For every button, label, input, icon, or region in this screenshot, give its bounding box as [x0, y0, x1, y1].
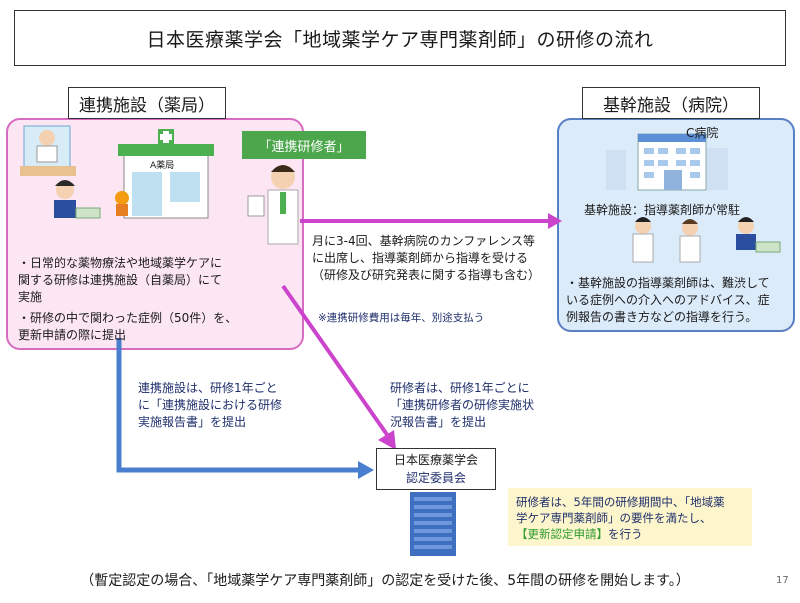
- facility-report-note: 連携施設は、研修1年ごとに「連携施設における研修実施報告書」を提出: [138, 381, 283, 429]
- certification-committee-box: 日本医療薬学会 認定委員会: [376, 448, 496, 490]
- trainee-icon: [247, 165, 299, 245]
- pharmacist-desk-icon: [54, 180, 101, 219]
- page-title: 日本医療薬学会「地域薬学ケア専門薬剤師」の研修の流れ: [14, 10, 786, 66]
- certification-building-icon: [410, 492, 456, 556]
- hospital-building-icon: [606, 133, 728, 191]
- fee-note: ※連携研修費用は毎年、別途支払う: [318, 312, 485, 324]
- pharmacy-building-icon: [115, 129, 214, 219]
- hospital-label: 基幹施設（病院）: [582, 87, 760, 119]
- footer-note: （暫定認定の場合、「地域薬学ケア専門薬剤師」の認定を受けた後、5年間の研修を開始…: [80, 573, 690, 589]
- trainee-report-note: 研修者は、研修1年ごとに「連携研修者の研修実施状況報告書」を提出: [390, 381, 535, 429]
- pharmacy-bullet-2: ・研修の中で関わった症例（50件）を、更新申請の際に提出: [18, 311, 238, 342]
- instructor-pharmacists-icon: [632, 217, 781, 263]
- renewal-note-box: 研修者は、5年間の研修期間中、「地域薬 学ケア専門薬剤師」の要件を満たし、 【更…: [508, 488, 752, 546]
- hospital-sign: C病院: [686, 126, 719, 140]
- pharmacy-bullet-1: ・日常的な薬物療法や地域薬学ケアに関する研修は連携施設（自薬局）にて実施: [18, 256, 223, 304]
- pharmacy-label: 連携施設（薬局）: [68, 87, 226, 119]
- hospital-body: ・基幹施設の指導薬剤師は、難渋している症例への介入へのアドバイス、症例報告の書き…: [566, 276, 770, 324]
- conference-note: 月に3-4回、基幹病院のカンファレンス等に出席し、指導薬剤師から指導を受ける（研…: [312, 234, 541, 282]
- renewal-highlight: 【更新認定申請】: [516, 527, 608, 541]
- pharmacy-sign: A薬局: [150, 161, 175, 171]
- hospital-subtitle: 基幹施設：指導薬剤師が常駐: [584, 203, 741, 217]
- pharmacist-counter-icon: [20, 125, 76, 176]
- trainee-tag: 「連携研修者」: [242, 131, 366, 159]
- page-number: 17: [776, 575, 789, 586]
